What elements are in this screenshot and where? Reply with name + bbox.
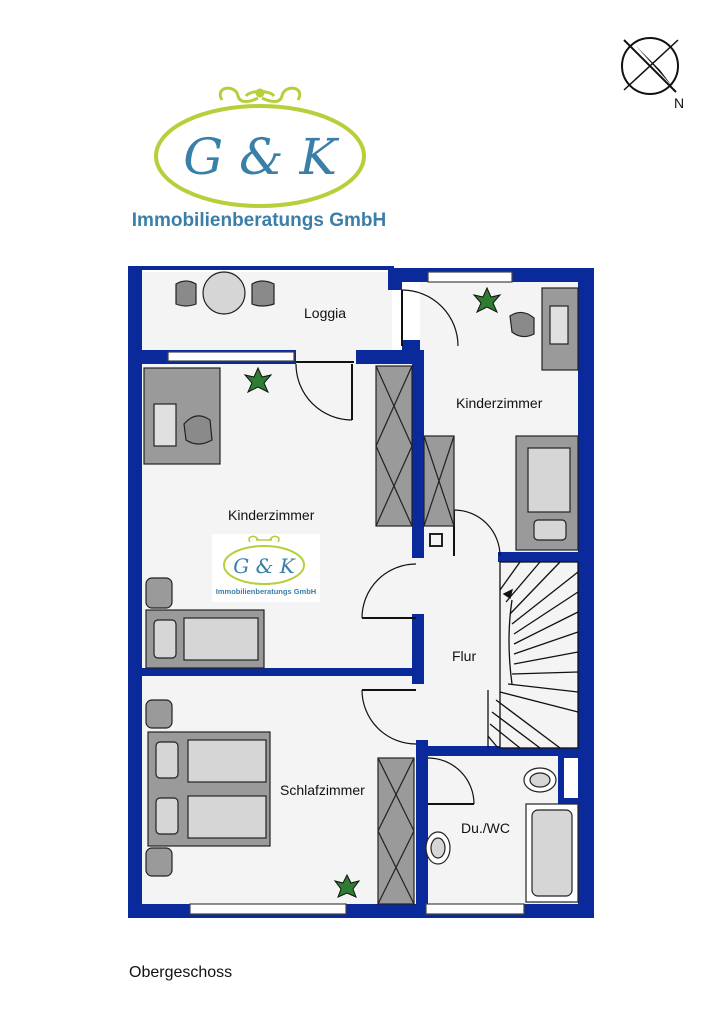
label-kinderzimmer-right: Kinderzimmer — [456, 395, 543, 411]
label-schlafzimmer: Schlafzimmer — [280, 782, 365, 798]
compass-circle — [621, 37, 679, 95]
logo-ornament — [218, 86, 302, 103]
plant-bedroom — [333, 873, 361, 898]
window-bath — [425, 903, 525, 915]
company-logo: G & K Immobilienberatungs GmbH — [132, 86, 386, 231]
compass-needle — [636, 46, 672, 86]
wardrobe-kid-right — [423, 435, 455, 547]
label-loggia: Loggia — [304, 305, 346, 321]
watermark-monogram: G & K — [233, 554, 295, 578]
staircase — [487, 561, 579, 749]
windows — [167, 271, 525, 915]
compass-axis-2 — [623, 39, 679, 91]
window-kid-left — [167, 351, 295, 362]
watermark-company: Immobilienberatungs GmbH — [216, 587, 316, 596]
compass-north-label: N — [674, 95, 684, 111]
loggia-table-set — [175, 271, 275, 315]
label-kinderzimmer-left: Kinderzimmer — [228, 507, 315, 523]
furniture — [143, 271, 579, 903]
label-bath: Du./WC — [461, 820, 510, 836]
column-core — [564, 758, 578, 798]
plants — [243, 286, 502, 898]
desk-kid-right — [509, 287, 579, 371]
desk-kid-left — [143, 367, 221, 465]
plant-kid-right — [472, 286, 502, 314]
bath-fixtures — [425, 767, 579, 903]
watermark-ornament — [248, 535, 280, 543]
wardrobes — [375, 365, 455, 905]
wardrobe-kid-left — [375, 365, 413, 527]
window-kid-right — [427, 271, 513, 283]
plant-kid-left — [243, 366, 273, 394]
label-flur: Flur — [452, 648, 476, 664]
compass: N — [621, 37, 684, 111]
logo-ellipse — [154, 104, 366, 208]
bed-kid-right — [515, 435, 579, 551]
window-bedroom — [189, 903, 347, 915]
bed-kid-left — [145, 577, 265, 669]
logo-company-name: Immobilienberatungs GmbH — [132, 210, 386, 231]
doors — [295, 289, 501, 805]
watermark-ellipse — [223, 545, 305, 585]
wardrobe-bedroom — [377, 757, 415, 905]
room-labels: Loggia Kinderzimmer Kinderzimmer Flur Sc… — [228, 305, 543, 836]
logo-monogram: G & K — [183, 128, 339, 186]
bed-double — [145, 699, 271, 877]
floor-caption: Obergeschoss — [129, 964, 233, 981]
watermark-logo: G & K Immobilienberatungs GmbH — [212, 534, 320, 602]
